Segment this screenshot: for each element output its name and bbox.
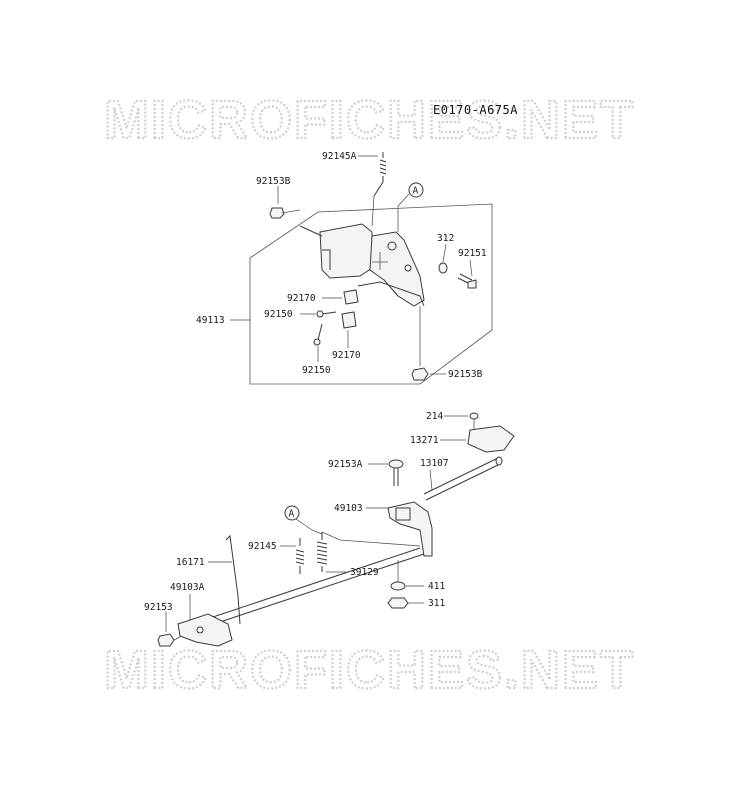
label-92170-a: 92170 [287, 293, 316, 304]
link-rod [197, 547, 425, 629]
label-49113: 49113 [196, 315, 225, 326]
clip-92170-b [341, 311, 357, 329]
callout-a-upper-circle [408, 182, 424, 198]
callout-a-upper: A [413, 186, 419, 197]
label-92150-b: 92150 [302, 365, 331, 376]
bolt-92153A-shank [393, 468, 399, 486]
label-13107: 13107 [420, 458, 449, 469]
label-92153A: 92153A [328, 459, 363, 470]
callout-a-lower: A [289, 509, 295, 520]
leader-callout-a-lower [295, 518, 323, 535]
lever-pivot [387, 241, 397, 251]
label-92153B-top: 92153B [256, 176, 291, 187]
label-92145A: 92145A [322, 151, 357, 162]
diagram-code: E0170-A675A [433, 103, 518, 117]
lever-49103 [387, 501, 433, 557]
spring-hook [371, 195, 375, 227]
bracket-tab [322, 249, 331, 270]
plate-13271 [467, 425, 515, 453]
bolt-92153-shank [173, 635, 183, 641]
leader-92151 [469, 259, 473, 277]
label-411: 411 [428, 581, 445, 592]
leader-13107 [429, 469, 433, 491]
spring-92145 [295, 538, 305, 574]
label-92153: 92153 [144, 602, 173, 613]
lever-arm [357, 281, 425, 307]
bracket-49103A-hole [196, 626, 204, 634]
bracket-plate [319, 223, 373, 279]
shaft-13107 [423, 457, 501, 501]
bolt-92153B-top [269, 207, 285, 219]
washer-411 [390, 581, 406, 591]
leader-callout-a-upper [397, 193, 410, 232]
watermark-top: MICROFICHES.NET [104, 90, 635, 150]
label-39129: 39129 [350, 567, 379, 578]
leader-312 [442, 243, 447, 263]
washer-312 [438, 262, 448, 274]
screw-92150-b-head [313, 338, 321, 346]
screw-92150-a-head [316, 310, 324, 318]
shaft-13107-end [495, 456, 503, 466]
spring-92145A [373, 152, 387, 197]
bracket-edge [299, 225, 323, 237]
label-49103A: 49103A [170, 582, 205, 593]
label-312: 312 [437, 233, 454, 244]
lever-rod [372, 252, 388, 270]
screw-92151-head [467, 279, 477, 289]
nut-311 [387, 597, 409, 609]
rod-16171 [225, 534, 241, 625]
bolt-shank-top [281, 209, 301, 214]
label-92170-b: 92170 [332, 350, 361, 361]
screw-92150-a [321, 311, 337, 315]
clip-92170-a [343, 289, 359, 305]
watermark-bottom: MICROFICHES.NET [104, 640, 635, 700]
bracket-49103A [177, 613, 233, 647]
callout-a-lower-circle [284, 505, 300, 521]
control-lever [369, 231, 425, 307]
label-92153B-bottom: 92153B [448, 369, 483, 380]
label-92145: 92145 [248, 541, 277, 552]
label-92151: 92151 [458, 248, 487, 259]
label-16171: 16171 [176, 557, 205, 568]
label-49103: 49103 [334, 503, 363, 514]
lever-49103-block [395, 507, 411, 521]
nut-92153B-bottom [411, 367, 429, 381]
bolt-92153A-head [388, 459, 404, 469]
screw-214 [469, 412, 479, 420]
spring-39129-hook [321, 531, 421, 547]
screw-92150-b [317, 323, 323, 341]
assembly-outline-49113 [249, 203, 493, 385]
label-13271: 13271 [410, 435, 439, 446]
lever-hole [404, 264, 412, 272]
label-311: 311 [428, 598, 445, 609]
label-92150-a: 92150 [264, 309, 293, 320]
label-214: 214 [426, 411, 443, 422]
bolt-92153 [157, 633, 175, 647]
spring-39129 [316, 532, 328, 572]
